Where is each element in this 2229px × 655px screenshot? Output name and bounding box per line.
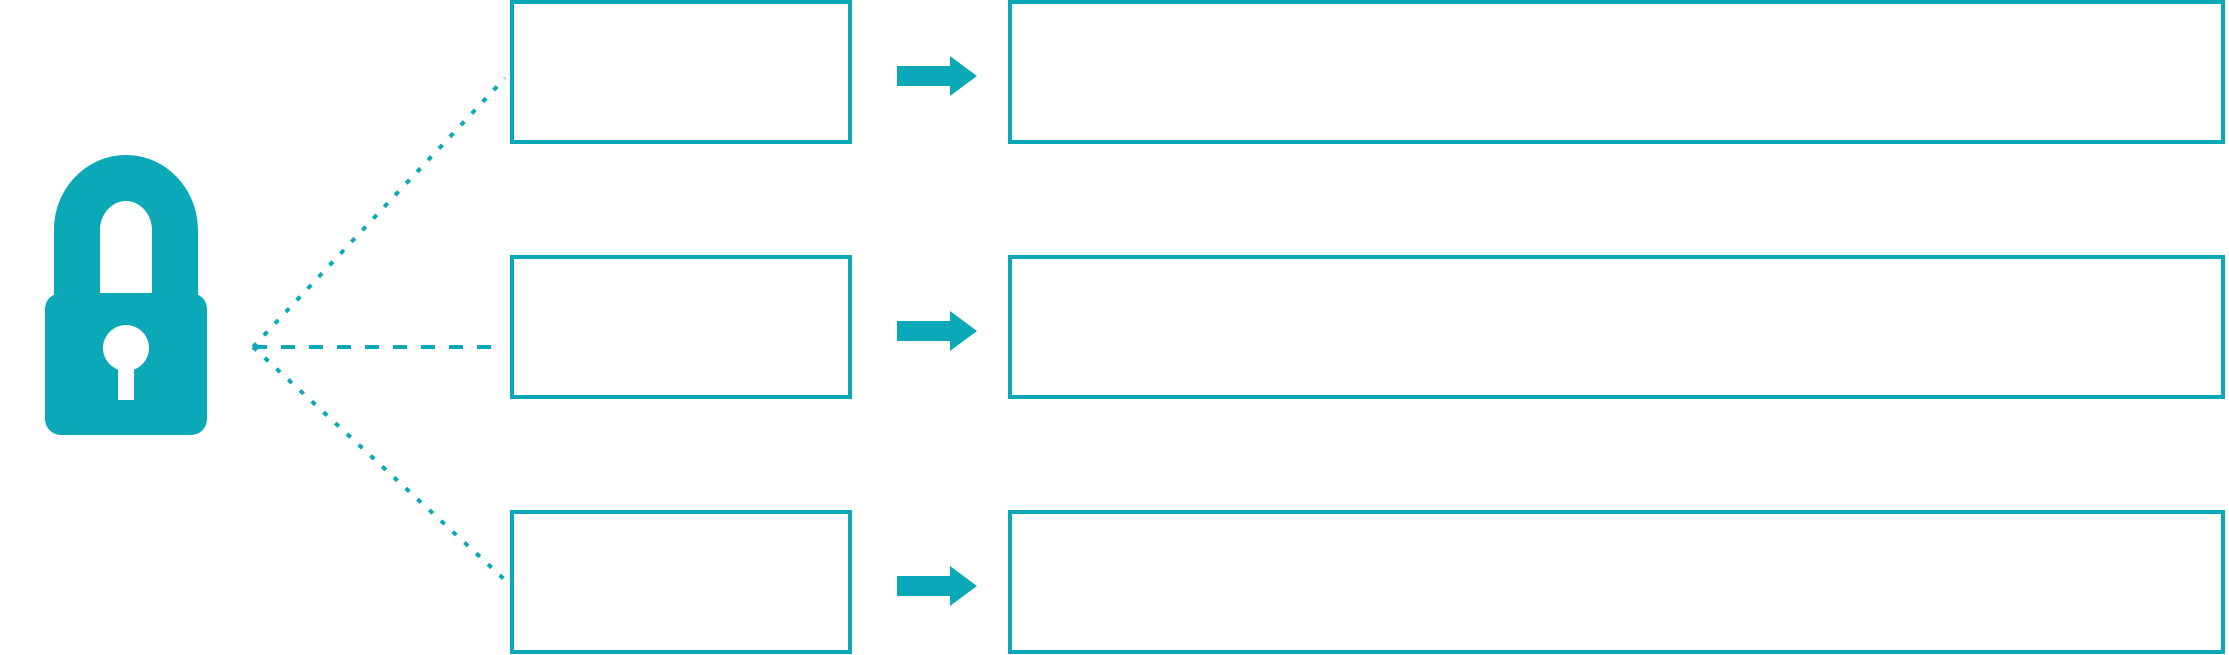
- row-3-right-box[interactable]: [1008, 510, 2225, 654]
- row-3-left-box[interactable]: [510, 510, 852, 654]
- padlock-icon: [45, 155, 207, 435]
- row-2-left-box[interactable]: [510, 255, 852, 399]
- row-2-arrow-right-icon: [897, 311, 977, 351]
- row-2-right-box[interactable]: [1008, 255, 2225, 399]
- connector-group: [251, 76, 507, 582]
- row-3-arrow-right-icon: [897, 566, 977, 606]
- connector-to-row-1: [251, 76, 507, 349]
- padlock-shackle: [54, 155, 198, 300]
- connector-to-row-3: [251, 345, 507, 582]
- row-1-left-box[interactable]: [510, 0, 852, 144]
- row-1-arrow-right-icon: [897, 56, 977, 96]
- padlock-keyhole-stem: [118, 358, 134, 400]
- row-3: [510, 510, 2225, 654]
- row-1-right-box[interactable]: [1008, 0, 2225, 144]
- padlock-keyhole-circle: [103, 325, 149, 371]
- row-2: [510, 255, 2225, 399]
- row-1: [510, 0, 2225, 144]
